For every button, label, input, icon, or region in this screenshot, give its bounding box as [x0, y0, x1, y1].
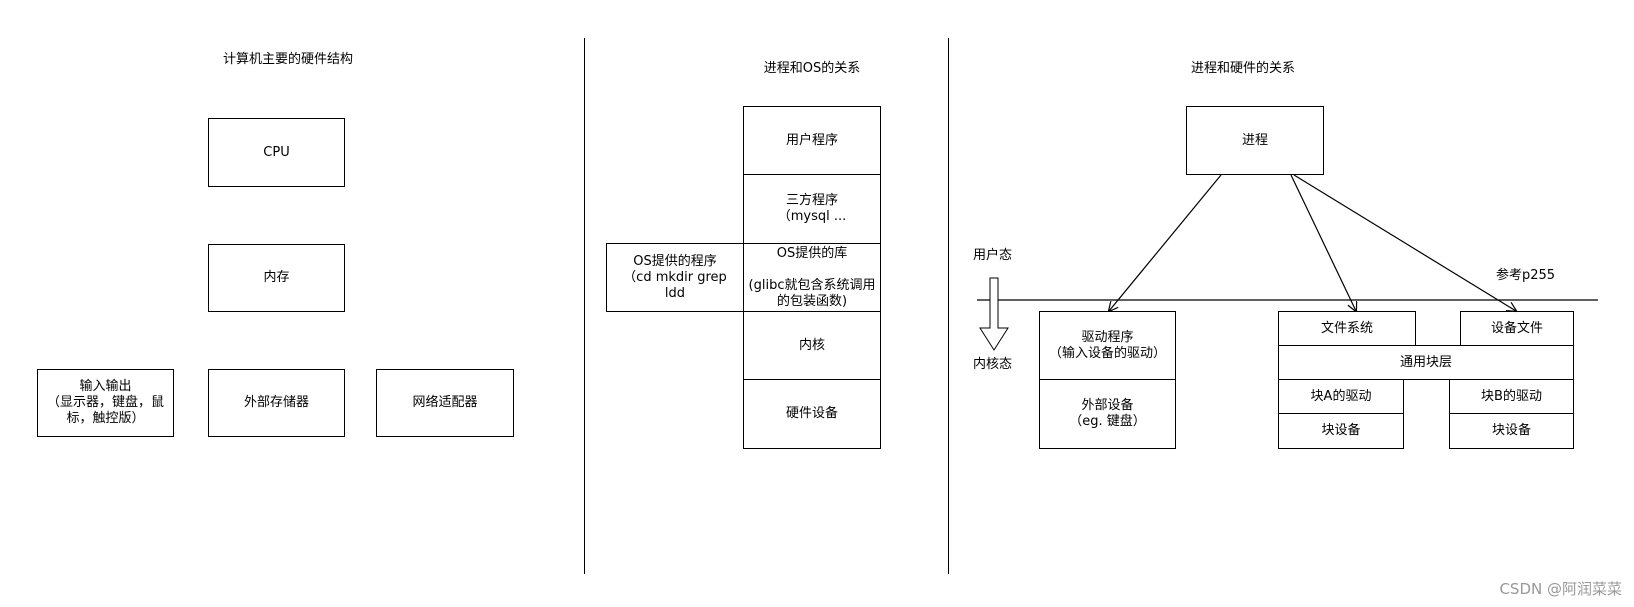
external-device-label: 外部设备 （eg. 键盘） — [1069, 398, 1146, 429]
network-label: 网络适配器 — [412, 395, 478, 410]
section-divider-1 — [584, 38, 585, 574]
reference-label: 参考p255 — [1496, 268, 1556, 283]
process-label: 进程 — [1241, 132, 1268, 148]
memory-label: 内存 — [263, 270, 290, 285]
device-file-box: 设备文件 — [1460, 311, 1574, 346]
kernel-box: 内核 — [743, 311, 881, 380]
hardware-box: 硬件设备 — [743, 379, 881, 449]
os-programs-box: OS提供的程序 （cd mkdir grep ldd — [606, 243, 744, 312]
section-divider-2 — [948, 38, 949, 574]
arrow-process-to-driver — [1109, 174, 1222, 311]
process-box: 进程 — [1186, 106, 1324, 175]
user-program-label: 用户程序 — [785, 132, 838, 148]
cpu-box: CPU — [208, 118, 345, 187]
storage-box: 外部存储器 — [208, 369, 345, 437]
watermark: CSDN @阿润菜菜 — [1499, 580, 1622, 598]
block-a-driver-box: 块A的驱动 — [1278, 379, 1404, 414]
block-b-driver-box: 块B的驱动 — [1449, 379, 1574, 414]
os-library-label: OS提供的库 (glibc就包含系统调用 的包装函数) — [748, 245, 876, 309]
block-device-a-box: 块设备 — [1278, 413, 1404, 449]
block-a-driver-label: 块A的驱动 — [1310, 388, 1372, 404]
storage-label: 外部存储器 — [243, 395, 309, 410]
block-device-b-box: 块设备 — [1449, 413, 1574, 449]
filesystem-box: 文件系统 — [1278, 311, 1416, 346]
io-label: 输入输出 （显示器，键盘，鼠 标，触控版） — [46, 379, 164, 426]
user-program-box: 用户程序 — [743, 106, 881, 175]
generic-block-layer-box: 通用块层 — [1278, 345, 1574, 380]
external-device-box: 外部设备 （eg. 键盘） — [1039, 379, 1176, 449]
filesystem-label: 文件系统 — [1320, 320, 1373, 336]
memory-box: 内存 — [208, 244, 345, 312]
network-box: 网络适配器 — [376, 369, 514, 437]
arrow-process-to-filesystem — [1290, 174, 1356, 311]
os-programs-label: OS提供的程序 （cd mkdir grep ldd — [623, 253, 727, 301]
device-file-label: 设备文件 — [1490, 320, 1543, 336]
section1-title: 计算机主要的硬件结构 — [222, 52, 354, 67]
kernel-mode-label: 内核态 — [973, 357, 1013, 372]
user-mode-label: 用户态 — [973, 248, 1013, 263]
block-device-b-label: 块设备 — [1491, 423, 1531, 438]
section2-title: 进程和OS的关系 — [763, 61, 861, 76]
hardware-label: 硬件设备 — [785, 406, 838, 421]
generic-block-layer-label: 通用块层 — [1399, 354, 1452, 370]
block-device-a-label: 块设备 — [1321, 423, 1361, 438]
third-party-box: 三方程序 （mysql ... — [743, 174, 881, 244]
driver-label: 驱动程序 （输入设备的驱动） — [1048, 329, 1166, 361]
third-party-label: 三方程序 （mysql ... — [777, 193, 847, 224]
section3-title: 进程和硬件的关系 — [1190, 61, 1296, 76]
os-library-box: OS提供的库 (glibc就包含系统调用 的包装函数) — [743, 243, 881, 312]
io-box: 输入输出 （显示器，键盘，鼠 标，触控版） — [37, 369, 174, 437]
cpu-label: CPU — [263, 144, 290, 160]
down-arrow-icon — [979, 277, 1009, 351]
block-b-driver-label: 块B的驱动 — [1481, 388, 1542, 404]
arrow-process-to-device-file — [1293, 174, 1516, 311]
kernel-label: 内核 — [798, 337, 825, 353]
